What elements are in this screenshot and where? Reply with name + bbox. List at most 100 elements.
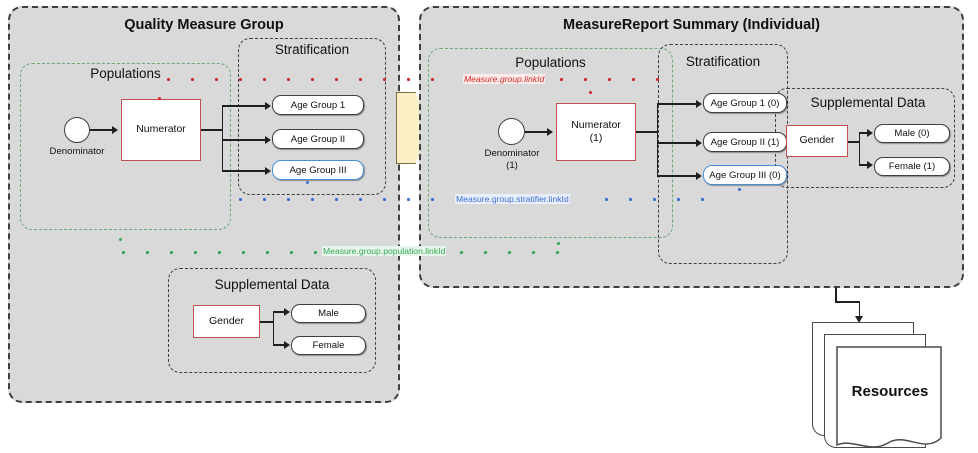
right-gender-stem [848,141,860,143]
right-stratification-title: Stratification [685,54,761,69]
population-linkid-tag: Measure.group.population.linkId [322,246,447,256]
left-gender-label: Gender [208,314,245,327]
right-bus-branch-3 [656,175,699,177]
left-supplemental-data-title: Supplemental Data [214,277,330,292]
right-denominator-count: (1) [506,159,518,171]
right-numerator-node[interactable]: Numerator (1) [556,103,636,161]
right-gender-label: Gender [799,134,835,147]
stratifier-linkid-dot-right [738,188,741,191]
right-bus-stem [636,131,658,133]
left-denominator-to-numerator-line [90,129,114,131]
left-branch-3-arrowhead [265,166,271,175]
right-branch-3-arrowhead [696,171,702,180]
resources-doc-front[interactable] [836,346,948,453]
right-gender-branch-female [858,164,870,166]
left-denominator-label: Denominator [49,146,105,157]
right-supplemental-male-label: Male (0) [894,128,930,139]
right-supplemental-female-label: Female (1) [888,161,936,172]
group-linkid-dot-numerator-right [589,91,592,94]
left-supplemental-data-box [168,268,376,373]
left-stratum-age-group-1[interactable]: Age Group 1 [272,95,364,115]
left-gender-branch-female-arrowhead [284,340,290,349]
left-supplemental-female-label: Female [312,340,345,351]
right-supplemental-male[interactable]: Male (0) [874,124,950,143]
right-denominator-to-numerator-line [525,131,549,133]
group-linkid-tag: Measure.group.linkId [463,74,546,84]
right-denominator-node[interactable] [498,118,525,145]
right-gender-branch-male-arrowhead [867,128,873,137]
left-stratification-title: Stratification [274,42,350,57]
right-branch-2-arrowhead [696,138,702,147]
right-bus-branch-2 [656,142,699,144]
right-denominator-label-text: Denominator [484,148,540,159]
left-supplemental-female[interactable]: Female [291,336,366,355]
stratifier-linkid-track-left [239,198,447,201]
stratifier-linkid-track-right [605,198,725,201]
group-linkid-track-left [167,78,442,81]
left-denominator-node[interactable] [64,117,90,143]
right-stratification-box [658,44,788,264]
left-stratum-age-group-2-label: Age Group II [290,133,346,145]
left-numerator-node[interactable]: Numerator [121,99,201,161]
resources-connector-vertical-1 [835,288,837,302]
left-branch-2-arrowhead [265,135,271,144]
right-stratum-age-group-2[interactable]: Age Group II (1) [703,132,787,152]
left-bus-branch-2 [221,139,268,141]
stratifier-linkid-dot-left [306,181,309,184]
right-gender-branch-male [858,132,870,134]
left-stratum-age-group-3-label: Age Group III [289,164,347,176]
right-stratum-age-group-1[interactable]: Age Group 1 (0) [703,93,787,113]
left-numerator-label: Numerator [136,123,186,136]
right-supplemental-female[interactable]: Female (1) [874,157,950,176]
right-gender-node[interactable]: Gender [786,125,848,157]
population-linkid-dot-right [557,242,560,245]
left-stratum-age-group-3[interactable]: Age Group III [272,160,364,180]
left-branch-1-arrowhead [265,101,271,110]
population-linkid-track-left [122,251,320,254]
left-gender-branch-male-arrowhead [284,307,290,316]
right-populations-title: Populations [515,55,586,70]
left-stratum-age-group-1-label: Age Group 1 [290,99,346,111]
left-bus-branch-1 [221,105,268,107]
right-stratum-age-group-3-label: Age Group III (0) [709,169,781,181]
right-supplemental-data-title: Supplemental Data [810,95,926,110]
left-populations-title: Populations [90,66,161,81]
left-supplemental-male-label: Male [318,308,339,319]
right-denominator-label: Denominator (1) [477,148,547,172]
group-linkid-track-right [560,78,670,81]
resources-label: Resources [851,383,929,400]
right-bus-branch-1 [656,103,699,105]
quality-measure-group-title: Quality Measure Group [124,17,284,33]
left-gender-branch-male [272,311,287,313]
left-stratum-age-group-2[interactable]: Age Group II [272,129,364,149]
left-gender-stem [260,321,274,323]
population-linkid-dot-left [119,238,122,241]
right-gender-branch-female-arrowhead [867,160,873,169]
right-numerator-count: (1) [589,132,603,144]
resources-arrowhead [854,316,863,323]
left-populations-box [20,63,231,230]
left-bus-branch-3 [221,170,268,172]
right-branch-1-arrowhead [696,99,702,108]
resources-connector-vertical-2 [858,301,861,318]
group-linkid-dot-numerator [158,97,161,100]
population-linkid-track-right [460,251,570,254]
right-bus-vertical [656,103,659,176]
right-gender-bus-vertical [858,132,861,165]
resources-connector-horizontal [835,301,860,303]
right-stratum-age-group-2-label: Age Group II (1) [710,136,780,148]
left-denominator-to-numerator-arrowhead [112,125,118,134]
left-gender-branch-female [272,344,287,346]
left-bus-vertical [221,105,224,171]
right-stratum-age-group-1-label: Age Group 1 (0) [710,97,780,109]
right-denominator-to-numerator-arrowhead [547,127,553,136]
left-stratification-box [238,38,386,195]
stratifier-linkid-tag: Measure.group.stratifier.linkId [455,194,570,204]
right-numerator-label: Numerator [571,118,621,131]
right-stratum-age-group-3[interactable]: Age Group III (0) [703,165,787,185]
left-bus-stem [201,129,223,131]
left-gender-node[interactable]: Gender [193,305,260,338]
left-supplemental-male[interactable]: Male [291,304,366,323]
left-gender-bus-vertical [272,311,275,344]
